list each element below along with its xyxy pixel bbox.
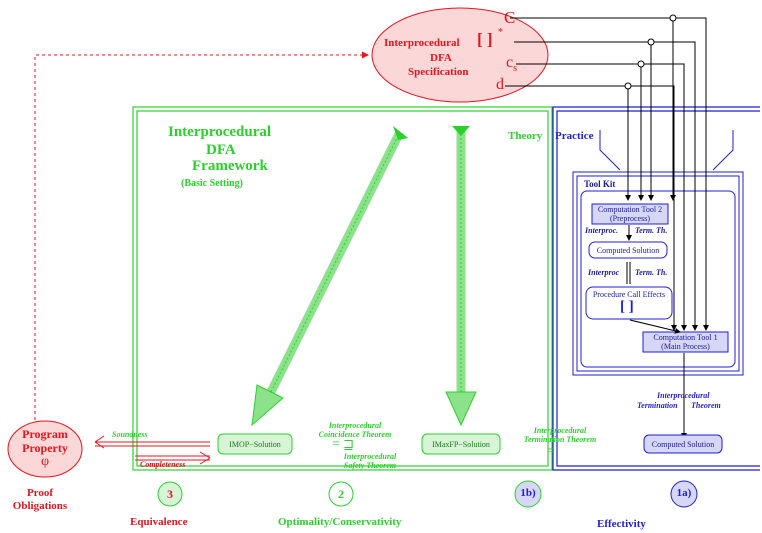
program-property-ellipse	[7, 420, 83, 478]
imaxfp-label: IMaxFP−Solution	[432, 440, 490, 449]
toolkit-title: Tool Kit	[584, 179, 616, 189]
framework-title3: Framework	[192, 158, 268, 174]
toolkit-frame-2	[576, 175, 740, 372]
equivalence-label: Equivalence	[130, 516, 188, 528]
computed-solution-label: Computed Solution	[651, 440, 715, 449]
circle-3	[157, 481, 183, 507]
spec-line2: DFA	[430, 52, 452, 64]
spec-bracket: [ ]	[477, 30, 493, 49]
ct1-line1: Computation Tool 1	[653, 333, 718, 342]
proof-obligations: Proof Obligations	[5, 487, 75, 513]
termination-label: Interprocedural Termination Theorem	[508, 426, 612, 444]
framework-subtitle: (Basic Setting)	[181, 178, 243, 189]
ct1-line2: (Main Process)	[661, 342, 710, 351]
coincidence-line1: Interprocedural	[328, 421, 382, 430]
imaxfp-box	[421, 433, 501, 455]
toolkit-bracket-right	[712, 130, 734, 171]
theory-label: Theory	[508, 130, 543, 142]
spec-line1: Interprocedural	[384, 37, 460, 49]
coincidence-line2: Coincidence Theorem	[318, 430, 392, 439]
circle-1a-label: 1a)	[676, 487, 692, 499]
program-property-label: Program Property φ	[18, 427, 72, 469]
practice-term-line2: Termination	[637, 401, 678, 410]
imop-label: IMOP−Solution	[229, 440, 281, 449]
proof-line2: Obligations	[12, 500, 68, 512]
computed-inner-box	[588, 241, 668, 259]
ct2-line2: (Preprocess)	[610, 214, 650, 223]
theory-frame-inner	[136, 110, 549, 467]
spec-line3: Specification	[408, 66, 469, 78]
safety-line2: Safety Theorem	[343, 461, 397, 470]
computed-solution-box	[643, 434, 723, 454]
circle-2-label: 2	[338, 487, 344, 501]
practice-label: Practice	[555, 130, 594, 142]
interproc-2: Interproc	[588, 268, 620, 277]
proof-line1: Proof	[26, 487, 54, 499]
phi-symbol: φ	[40, 454, 50, 469]
framework-title2: DFA	[206, 142, 236, 158]
program-line1: Program	[22, 427, 68, 441]
termth-1: Term. Th.	[635, 226, 668, 235]
spec-star: *	[498, 27, 503, 38]
program-line2: Property	[22, 441, 68, 455]
theory-frame-outer	[132, 106, 553, 471]
coincidence-label: Interprocedural Coincidence Theorem	[300, 421, 410, 439]
safety-line1: Interprocedural	[343, 452, 397, 461]
ct1-label: Computation Tool 1 (Main Process)	[643, 333, 728, 351]
framework-title1: Interprocedural	[168, 124, 272, 140]
pce-box	[585, 286, 673, 320]
circle-2	[328, 481, 354, 507]
practice-term-line1: Interprocedural	[657, 391, 710, 400]
pce-bracket: [ ]	[620, 299, 634, 315]
pce-label: Procedure Call Effects	[592, 290, 666, 299]
toolkit-frame-3	[580, 190, 736, 368]
ct2-box	[591, 203, 669, 225]
safety-label: Interprocedural Safety Theorem	[325, 452, 415, 470]
ct2-label: Computation Tool 2 (Preprocess)	[592, 205, 668, 223]
optimality-label: Optimality/Conservativity	[278, 516, 402, 528]
circle-1b-label: 1b)	[520, 487, 536, 499]
spec-ellipse	[371, 7, 549, 103]
sqsupeq-symbol: ⊒	[343, 437, 355, 452]
spec-cs: cs	[506, 54, 518, 75]
practice-term-line3: Theorem	[691, 401, 721, 410]
practice-frame-inner	[556, 110, 760, 467]
computed-inner-label: Computed Solution	[596, 246, 660, 255]
soundness-label: Soundness	[112, 430, 148, 439]
practice-frame-outer	[552, 106, 760, 471]
toolkit-frame-1	[572, 171, 744, 376]
ct2-line1: Computation Tool 2	[597, 205, 663, 214]
spec-d: d	[496, 76, 504, 93]
spec-wires	[505, 17, 709, 331]
circle-3-label: 3	[167, 487, 173, 501]
imop-box	[217, 433, 293, 455]
big-arrow-left	[251, 126, 408, 427]
circle-1a	[670, 480, 698, 508]
termth-2: Term. Th.	[635, 268, 668, 277]
eq-symbol-2: =	[547, 444, 555, 459]
eq-symbol-1: =	[332, 437, 340, 452]
termination-line1: Interprocedural	[533, 426, 587, 435]
completeness-label: Completeness	[140, 460, 186, 469]
toolkit-bracket-left	[599, 130, 621, 171]
termination-line2: Termination Theorem	[523, 435, 597, 444]
spec-C: C	[504, 8, 516, 27]
big-arrow-right	[445, 126, 477, 427]
circle-1b	[514, 480, 542, 508]
interproc-1: Interproc.	[585, 226, 619, 235]
ct1-box	[642, 331, 729, 353]
effectivity-label: Effectivity	[597, 518, 646, 530]
